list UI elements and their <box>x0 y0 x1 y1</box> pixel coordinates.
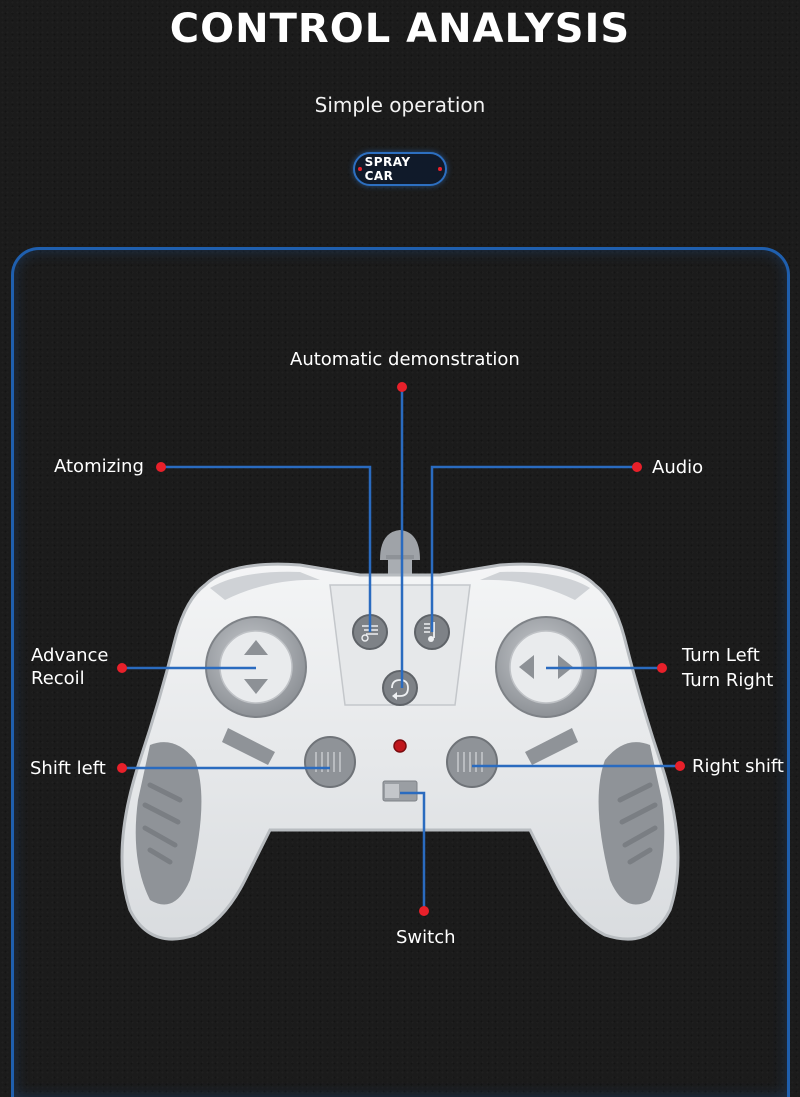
leader-lines <box>122 387 680 911</box>
page-title: CONTROL ANALYSIS <box>169 6 631 52</box>
arrow-up-icon <box>244 640 268 655</box>
controller-body <box>120 562 680 941</box>
label-recoil: Recoil <box>31 668 85 689</box>
label-switch: Switch <box>396 927 456 948</box>
badge-dot-left <box>358 167 362 171</box>
label-audio: Audio <box>652 457 704 478</box>
label-shift-left: Shift left <box>30 758 106 779</box>
badge-dot-right <box>438 167 442 171</box>
label-automatic-demonstration: Automatic demonstration <box>290 349 520 370</box>
shift-right-button <box>446 736 498 788</box>
label-atomizing: Atomizing <box>54 456 144 477</box>
label-turn-left: Turn Left <box>682 645 760 666</box>
diagram-panel <box>11 247 790 1097</box>
arrow-down-icon <box>244 679 268 694</box>
label-turn-right: Turn Right <box>682 670 774 691</box>
loop-icon <box>391 679 409 700</box>
music-note-icon <box>424 622 435 642</box>
badge-label: SPRAY CAR <box>364 155 411 183</box>
auto-demo-button <box>382 670 418 706</box>
leader-markers <box>117 382 685 916</box>
product-badge: SPRAY CAR <box>353 152 447 186</box>
label-advance: Advance <box>31 645 109 666</box>
page-subtitle: Simple operation <box>314 93 486 117</box>
arrow-left-icon <box>519 655 534 679</box>
shift-left-button <box>304 736 356 788</box>
label-right-shift: Right shift <box>692 756 784 777</box>
